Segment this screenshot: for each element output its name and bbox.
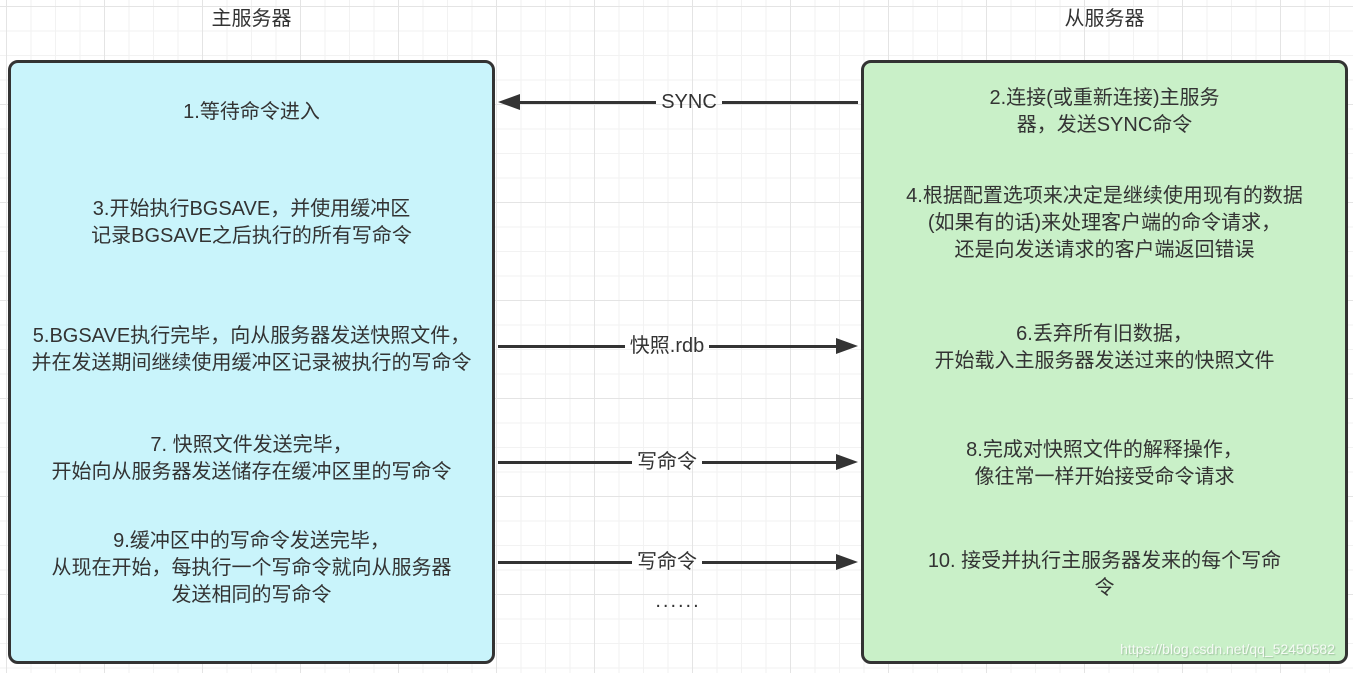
arrow-label-sync: SYNC bbox=[661, 91, 717, 113]
arrow-snapshot-rdb: 快照.rdb bbox=[498, 336, 858, 356]
master-step-9: 9.缓冲区中的写命令发送完毕， 从现在开始，每执行一个写命令就向从服务器 发送相… bbox=[51, 530, 452, 606]
arrow-label-write-1: 写命令 bbox=[637, 451, 697, 473]
arrow-label-write-2: 写命令 bbox=[637, 551, 697, 573]
arrow-line bbox=[702, 560, 836, 564]
master-step-7: 7. 快照文件发送完毕， 开始向从服务器发送储存在缓冲区里的写命令 bbox=[51, 434, 452, 483]
arrowhead-right-icon bbox=[836, 454, 858, 470]
arrow-line bbox=[709, 344, 836, 348]
arrow-write-command-1: 写命令 bbox=[498, 452, 858, 472]
arrowhead-left-icon bbox=[498, 94, 520, 110]
watermark-url: https://blog.csdn.net/qq_52450582 bbox=[1120, 641, 1335, 657]
slave-step-2: 2.连接(或重新连接)主服务 器，发送SYNC命令 bbox=[989, 87, 1220, 136]
arrow-sync: SYNC bbox=[498, 91, 859, 113]
arrowhead-right-icon bbox=[836, 554, 858, 570]
arrow-write-command-2: 写命令 bbox=[498, 552, 858, 572]
slave-step-6: 6.丢弃所有旧数据， 开始载入主服务器发送过来的快照文件 bbox=[934, 323, 1275, 372]
master-step-5: 5.BGSAVE执行完毕，向从服务器发送快照文件， 并在发送期间继续使用缓冲区记… bbox=[31, 325, 472, 374]
slave-column-title: 从服务器 bbox=[1064, 8, 1145, 30]
slave-box: 2.连接(或重新连接)主服务 器，发送SYNC命令 4.根据配置选项来决定是继续… bbox=[861, 60, 1348, 664]
arrow-line bbox=[498, 460, 632, 464]
arrow-line bbox=[498, 560, 632, 564]
arrow-line bbox=[498, 344, 625, 348]
arrow-line bbox=[721, 100, 859, 104]
arrowhead-right-icon bbox=[836, 338, 858, 354]
slave-step-8: 8.完成对快照文件的解释操作， 像往常一样开始接受命令请求 bbox=[966, 439, 1243, 488]
master-step-3: 3.开始执行BGSAVE，并使用缓冲区 记录BGSAVE之后执行的所有写命令 bbox=[91, 198, 412, 247]
continuation-dots: ...... bbox=[655, 590, 701, 612]
arrow-line bbox=[520, 100, 657, 104]
master-box: 1.等待命令进入 3.开始执行BGSAVE，并使用缓冲区 记录BGSAVE之后执… bbox=[8, 60, 495, 664]
arrow-line bbox=[702, 460, 836, 464]
master-column-title: 主服务器 bbox=[211, 8, 292, 30]
slave-step-4: 4.根据配置选项来决定是继续使用现有的数据 (如果有的话)来处理客户端的命令请求… bbox=[906, 185, 1303, 261]
master-step-1: 1.等待命令进入 bbox=[183, 101, 320, 123]
slave-step-10: 10. 接受并执行主服务器发来的每个写命 令 bbox=[927, 550, 1282, 599]
arrow-label-snapshot: 快照.rdb bbox=[629, 335, 705, 357]
